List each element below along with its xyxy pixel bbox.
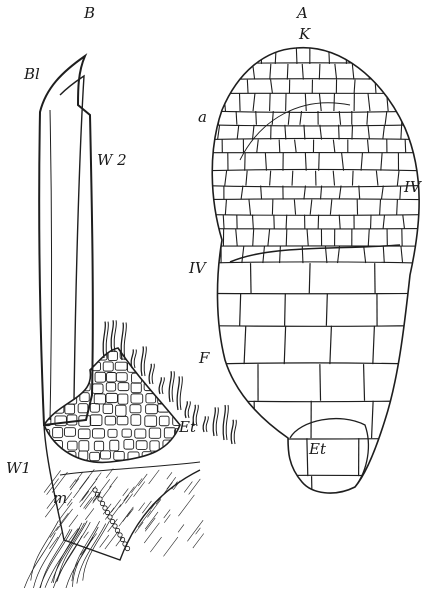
panel-b-endosperm-cells [40, 350, 199, 473]
label-et-b: Et [179, 420, 196, 435]
label-bl: Bl [24, 67, 40, 82]
label-iv-left: IV [189, 261, 206, 276]
label-k: K [299, 27, 310, 42]
panel-a-suspensor-cell [290, 419, 368, 487]
panel-b-inner-leaf [60, 76, 84, 400]
panel-b-inner-line [50, 110, 52, 420]
label-w2: W 2 [97, 153, 127, 168]
panel-b-root-hatching [23, 469, 204, 588]
panel-b-leaf-sheath [39, 56, 93, 425]
panel-a-letter: A [297, 6, 308, 21]
label-f: F [199, 351, 209, 366]
panel-b-root-hairs [103, 320, 236, 444]
panel-b-hatching-edge [60, 462, 200, 475]
panel-a-outline [212, 48, 419, 493]
label-m: m [53, 491, 67, 506]
label-w1: W1 [6, 461, 31, 476]
label-iv-right: IV [404, 180, 421, 195]
label-et-a: Et [309, 442, 326, 457]
label-a: a [198, 110, 207, 125]
panel-b-section [23, 56, 237, 588]
panel-b-letter: B [84, 6, 95, 21]
